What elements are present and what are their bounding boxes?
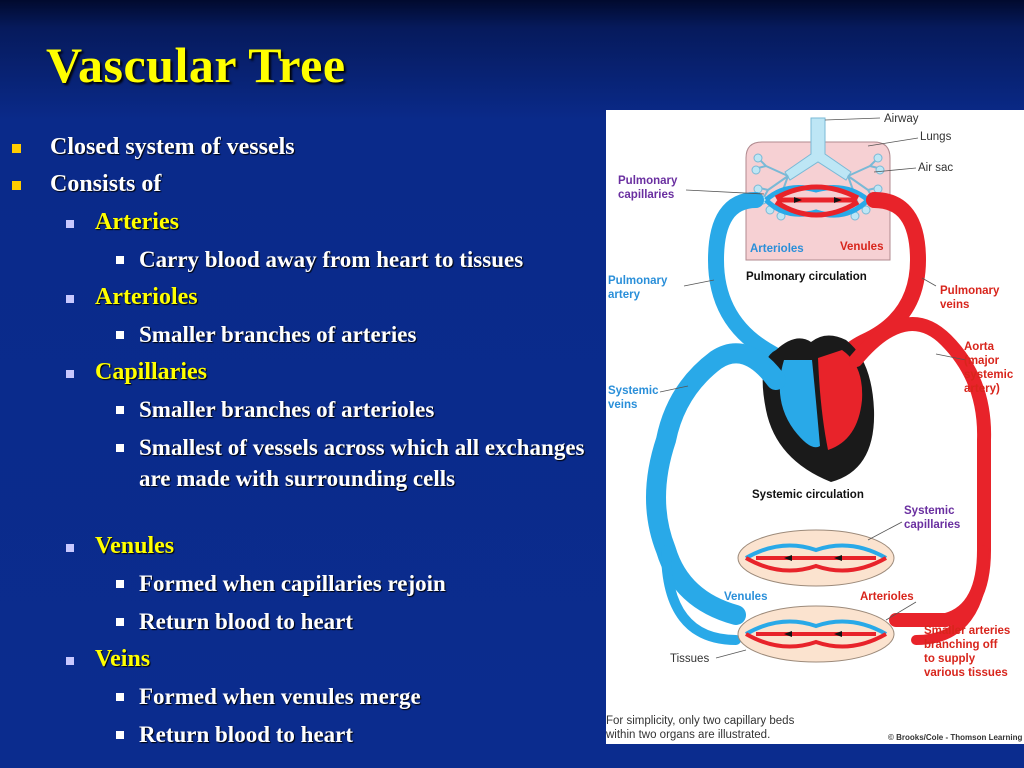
bullet-text: Return blood to heart (139, 609, 354, 634)
bullet-marker (66, 657, 74, 665)
label-air-sac: Air sac (918, 162, 953, 174)
bullet-marker (116, 444, 124, 452)
systemic-capillaries (745, 543, 887, 649)
bullet-text: Formed when capillaries rejoin (139, 571, 446, 596)
label-smaller-arteries-2: branching off (924, 639, 998, 651)
bullet-marker (116, 256, 124, 264)
bullet-capillaries: Capillaries (66, 357, 207, 388)
label-pulmonary-veins-1: Pulmonary (940, 285, 1000, 297)
bullet-arteries-desc: Carry blood away from heart to tissues (116, 244, 609, 275)
bullet-veins-desc-1: Formed when venules merge (116, 681, 609, 712)
bullet-arteries: Arteries (66, 207, 179, 238)
label-smaller-arteries-3: to supply (924, 653, 976, 665)
small-vein-branch (661, 545, 741, 645)
systemic-flow-arrows (784, 555, 842, 637)
bullet-text: Consists of (50, 171, 162, 197)
label-pulmonary-capillaries-1: Pulmonary (618, 175, 678, 187)
label-pulmonary-circulation: Pulmonary circulation (746, 271, 867, 283)
bullet-consists-of: Consists of (12, 169, 162, 200)
leader-lines (659, 117, 967, 659)
label-systemic-circulation: Systemic circulation (752, 489, 864, 501)
label-smaller-arteries-4: various tissues (924, 667, 1008, 679)
bullet-arterioles: Arterioles (66, 282, 198, 313)
bullet-veins-desc-2: Return blood to heart (116, 719, 609, 750)
label-arterioles-bottom: Arterioles (860, 591, 914, 603)
bullet-marker (66, 544, 74, 552)
bullet-marker (66, 220, 74, 228)
label-tissues: Tissues (670, 653, 709, 665)
label-pulmonary-artery-1: Pulmonary (608, 275, 668, 287)
bullet-marker (116, 331, 124, 339)
label-lungs: Lungs (920, 131, 952, 143)
bullet-text: Capillaries (95, 359, 207, 385)
figure-caption-line-1: For simplicity, only two capillary beds (606, 715, 795, 727)
systemic-veins (646, 343, 786, 625)
circulation-diagram-svg: Airway Lungs Air sac Pulmonary capillari… (606, 113, 1022, 742)
heart-right-side (779, 360, 820, 448)
pulmonary-capillary-bed (764, 184, 870, 218)
slide-title: Vascular Tree (46, 37, 346, 93)
label-systemic-capillaries-2: capillaries (904, 519, 960, 531)
label-pulmonary-artery-2: artery (608, 289, 641, 301)
airway-shape (784, 117, 852, 181)
bullet-text: Closed system of vessels (50, 134, 295, 160)
bullet-text: Veins (95, 646, 151, 672)
figure-caption-line-2: within two organs are illustrated. (606, 729, 770, 741)
bullet-venules-desc-2: Return blood to heart (116, 606, 609, 637)
label-venules-top: Venules (840, 241, 883, 253)
bullet-text: Formed when venules merge (139, 684, 421, 709)
bullet-text: Arteries (95, 209, 179, 235)
bullet-marker (66, 295, 74, 303)
label-venules-bottom: Venules (724, 591, 767, 603)
label-arterioles-top: Arterioles (750, 243, 804, 255)
label-pulmonary-veins-2: veins (940, 299, 969, 311)
label-aorta-1: Aorta (964, 341, 995, 353)
bullet-text: Venules (95, 533, 175, 559)
bullet-marker (12, 144, 21, 153)
bullet-marker (116, 580, 124, 588)
label-aorta-3: systemic (964, 369, 1014, 381)
bullet-closed-system: Closed system of vessels (12, 132, 295, 163)
label-smaller-arteries-1: Smaller arteries (924, 625, 1010, 637)
bullet-marker (66, 370, 74, 378)
bullet-text: Smallest of vessels across which all exc… (139, 435, 585, 491)
small-artery-branch (911, 545, 989, 645)
bullet-marker (12, 181, 21, 190)
heart-left-side (818, 350, 863, 450)
bullet-venules: Venules (66, 531, 175, 562)
bullet-marker (116, 693, 124, 701)
bullet-marker (116, 731, 124, 739)
label-systemic-veins-2: veins (608, 399, 637, 411)
bullet-text: Carry blood away from heart to tissues (139, 247, 524, 272)
bullet-capillaries-desc-2: Smallest of vessels across which all exc… (116, 432, 604, 494)
bullet-venules-desc-1: Formed when capillaries rejoin (116, 568, 609, 599)
bullet-text: Smaller branches of arteries (139, 322, 417, 347)
bullet-text: Arterioles (95, 284, 198, 310)
label-airway: Airway (884, 113, 919, 125)
bullet-text: Return blood to heart (139, 722, 354, 747)
circulation-diagram: Airway Lungs Air sac Pulmonary capillari… (606, 110, 1024, 744)
pulmonary-flow-arrows (794, 197, 842, 203)
bullet-marker (116, 618, 124, 626)
bullet-marker (116, 406, 124, 414)
bullet-capillaries-desc-1: Smaller branches of arterioles (116, 394, 609, 425)
label-aorta-4: artery) (964, 383, 1000, 395)
label-pulmonary-capillaries-2: capillaries (618, 189, 674, 201)
figure-credit: © Brooks/Cole - Thomson Learning (888, 733, 1022, 742)
bullet-arterioles-desc: Smaller branches of arteries (116, 319, 609, 350)
label-aorta-2: (major (964, 355, 1000, 367)
label-systemic-veins-1: Systemic (608, 385, 659, 397)
label-systemic-capillaries-1: Systemic (904, 505, 955, 517)
bullet-veins: Veins (66, 644, 151, 675)
bullet-text: Smaller branches of arterioles (139, 397, 435, 422)
